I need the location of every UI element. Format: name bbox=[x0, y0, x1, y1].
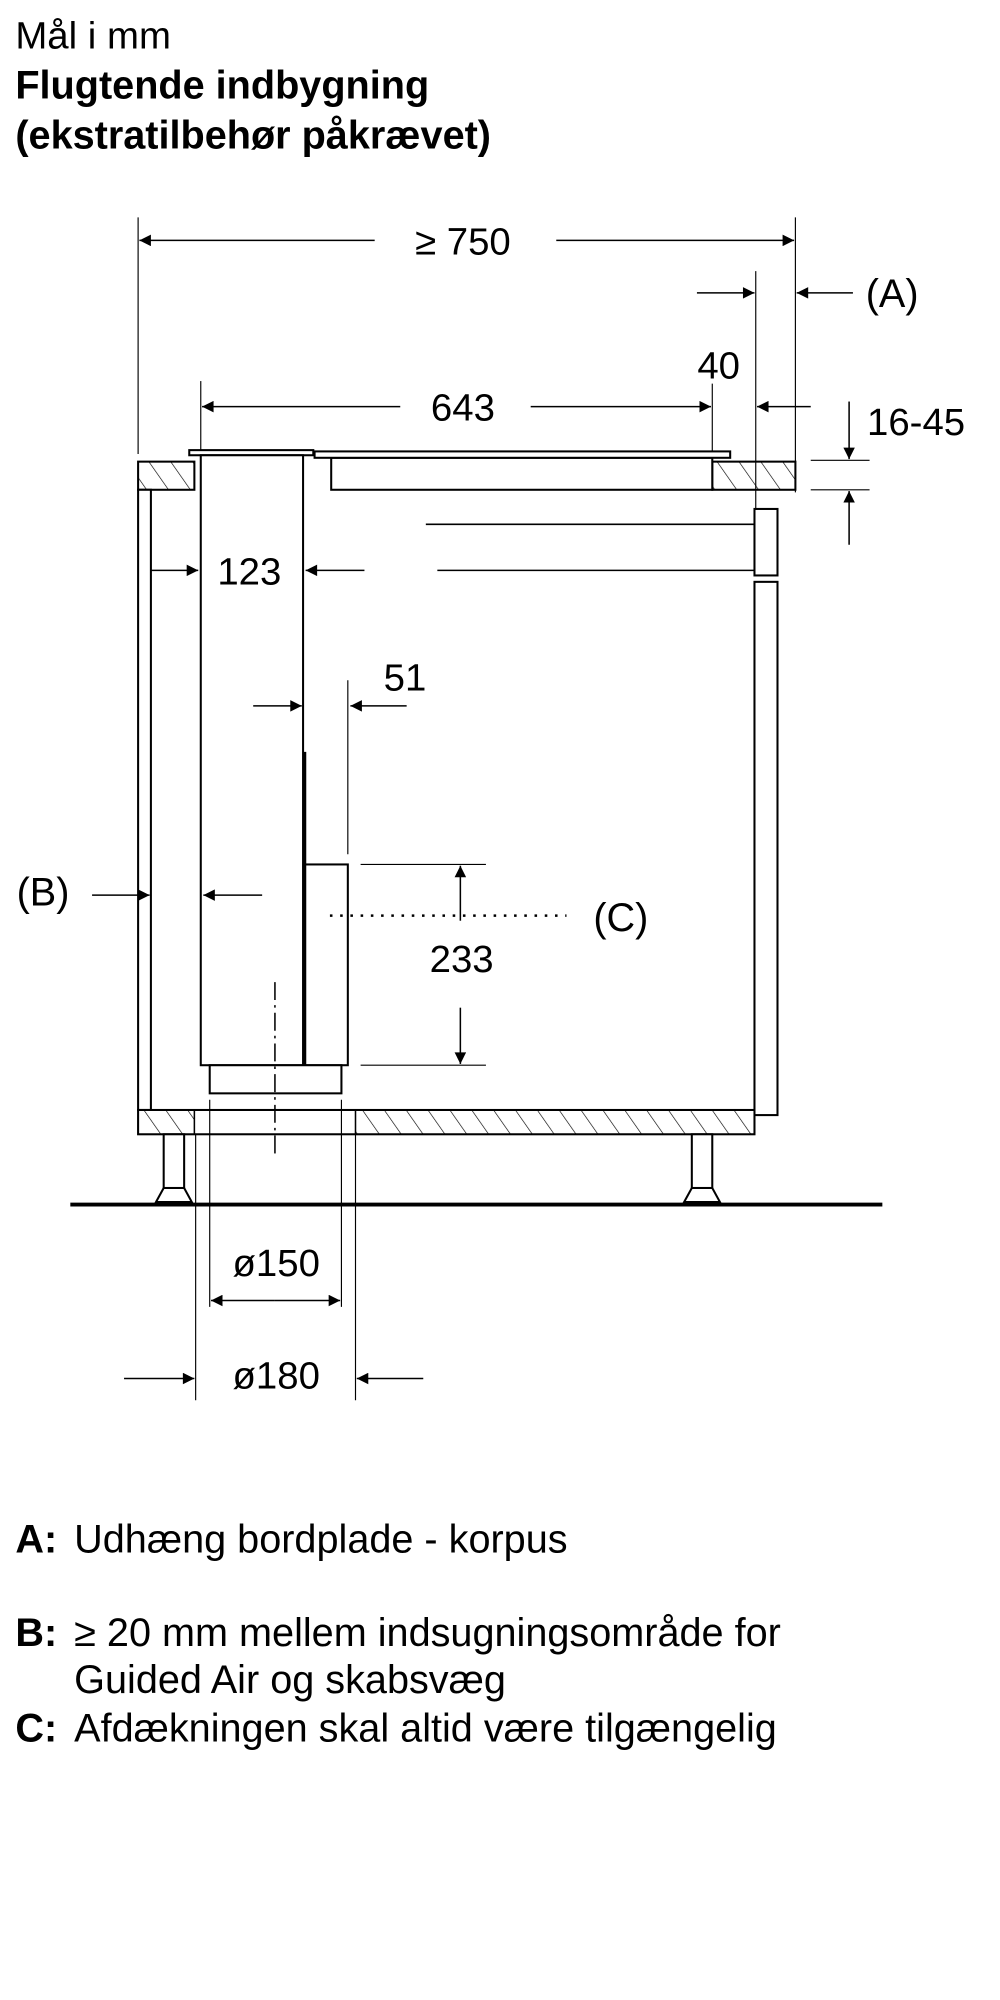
legend-key-b: B: bbox=[15, 1611, 57, 1655]
legend: A: Udhæng bordplade - korpus B: ≥ 20 mm … bbox=[15, 1517, 780, 1750]
dim-hob-depth: 643 bbox=[431, 387, 495, 430]
dimension-hob-depth: 643 bbox=[200, 381, 811, 454]
dim-outer-diameter: ø180 bbox=[232, 1355, 319, 1398]
cabinet bbox=[70, 488, 883, 1207]
dimension-diameters: ø150 ø180 bbox=[124, 1099, 424, 1401]
dim-duct-width: 123 bbox=[217, 550, 281, 593]
dim-worktop-thickness: 16-45 bbox=[867, 401, 965, 444]
legend-text-b-line2: Guided Air og skabsvæg bbox=[74, 1658, 506, 1702]
units-label: Mål i mm bbox=[15, 15, 171, 58]
legend-text-c: Afdækningen skal altid være tilgængelig bbox=[74, 1707, 777, 1751]
legend-text-a: Udhæng bordplade - korpus bbox=[74, 1517, 567, 1561]
dimension-overhang: (A) 40 bbox=[696, 271, 919, 512]
dimension-worktop-thickness: 16-45 bbox=[810, 401, 965, 545]
callout-b: (B) bbox=[17, 870, 70, 914]
dimension-cover-offset: 51 bbox=[253, 657, 426, 855]
dim-total-depth: ≥ 750 bbox=[415, 220, 511, 263]
legend-key-a: A: bbox=[15, 1517, 57, 1561]
dim-inner-diameter: ø150 bbox=[232, 1242, 319, 1285]
callout-b-group: (B) bbox=[17, 870, 263, 914]
dim-cover-height: 233 bbox=[430, 938, 494, 981]
dim-cover-offset: 51 bbox=[384, 657, 427, 700]
callout-c: (C) bbox=[593, 896, 648, 940]
hob bbox=[188, 449, 732, 491]
worktop bbox=[137, 460, 797, 491]
callout-a: (A) bbox=[866, 272, 919, 316]
dim-overhang: 40 bbox=[697, 345, 740, 388]
page-title: Flugtende indbygning bbox=[15, 63, 429, 107]
downdraft-unit bbox=[199, 454, 349, 1159]
page-subtitle: (ekstratilbehør påkrævet) bbox=[15, 113, 491, 157]
dimension-cover-height: 233 (C) bbox=[329, 863, 648, 1066]
legend-text-b: ≥ 20 mm mellem indsugningsområde for bbox=[74, 1611, 781, 1655]
dimension-duct-width: 123 bbox=[150, 550, 365, 593]
legend-key-c: C: bbox=[15, 1707, 57, 1751]
dimension-total-depth: ≥ 750 bbox=[137, 217, 796, 493]
